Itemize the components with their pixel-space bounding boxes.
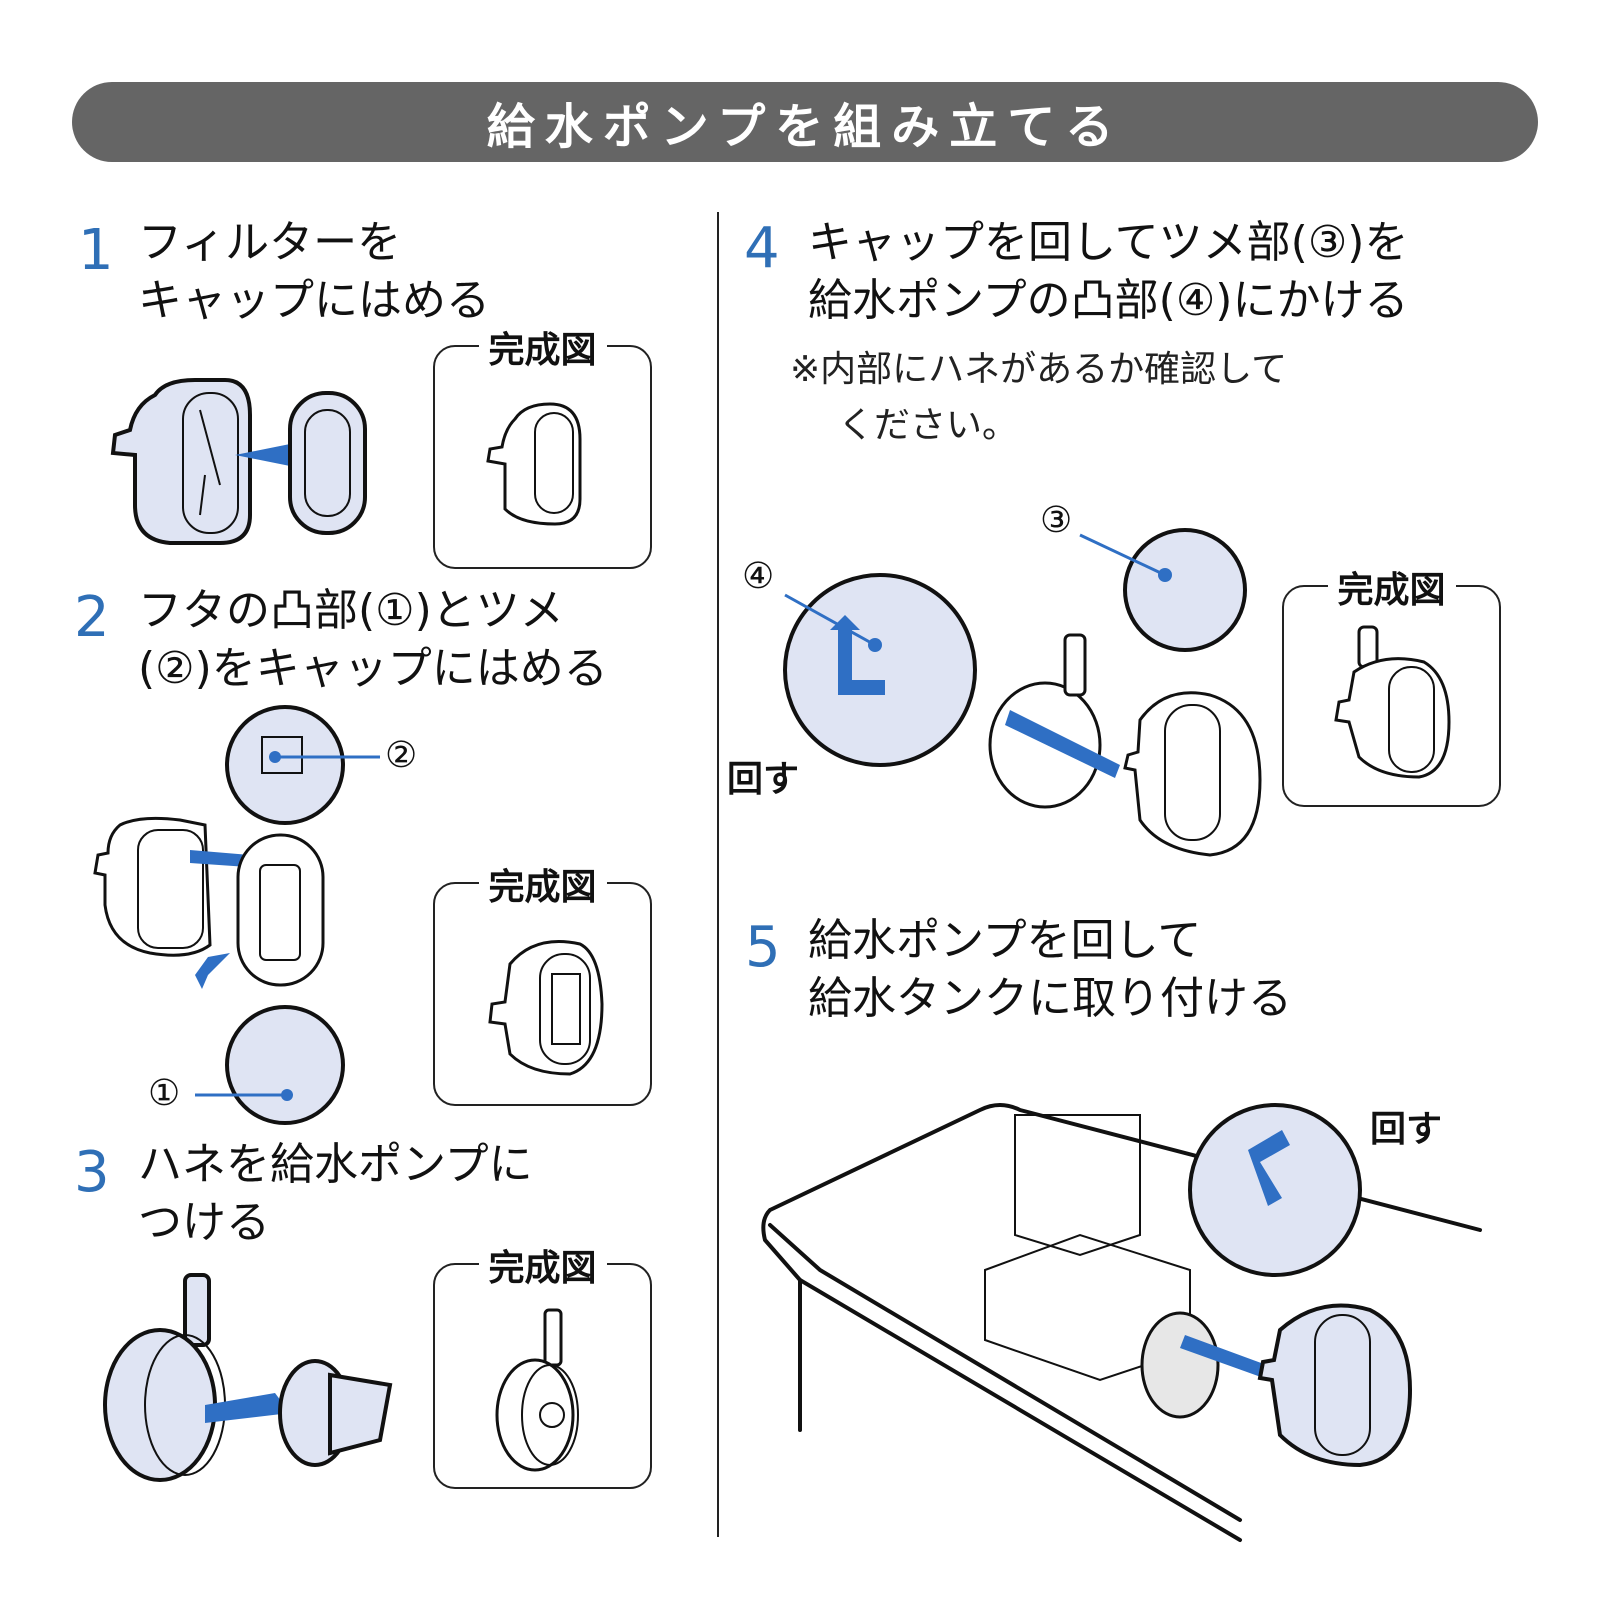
step-number: 5 [745,915,781,980]
rotate-label: 回す [1370,1109,1443,1150]
align-arrow [1005,710,1120,778]
step-note-line: ※内部にハネがあるか確認して [790,349,1288,390]
step-instruction-line: 給水ポンプの凸部(④)にかける [808,275,1409,326]
filter-cap-completed-illustration [486,402,582,526]
step-instruction-line: 給水タンクに取り付ける [808,973,1292,1024]
cap-lid-assembly-illustration [93,705,380,1125]
completed-view-box: 完成図 [433,1239,652,1489]
callout-1: ① [148,1073,181,1114]
step-instruction-line: フタの凸部(①)とツメ [138,585,564,636]
cap-to-pump-illustration [783,528,1262,857]
completed-view-label: 完成図 [1327,561,1456,613]
impeller-pump-completed-illustration [495,1308,579,1472]
step-instruction-line: (②)をキャップにはめる [138,643,608,694]
impeller-pump-exploded-illustration [103,1273,393,1482]
step-number: 4 [744,216,780,281]
detail-magnifier-claw [1123,528,1247,652]
step-instruction-line: キャップを回してツメ部(③)を [808,217,1409,268]
completed-view-box: 完成図 [1282,561,1501,807]
column-divider [717,212,719,1537]
completed-view-box: 完成図 [433,858,652,1106]
step-instruction-line: つける [138,1197,270,1248]
callout-2: ② [385,735,418,776]
step-instruction-line: ハネを給水ポンプに [138,1139,533,1190]
step-instruction-line: キャップにはめる [138,275,490,326]
rotate-label: 回す [727,759,800,800]
step-note-line: ください。 [838,405,1019,446]
rotate-arrow [1248,1130,1290,1206]
insert-arrow-lower [195,953,230,989]
completed-view-label: 完成図 [478,321,607,373]
filter-cap-exploded-illustration [110,378,367,545]
insert-arrow [1180,1335,1280,1382]
detail-magnifier-boss [783,573,977,767]
completed-view-label: 完成図 [478,858,607,910]
detail-magnifier-tab [225,1005,345,1125]
step-number: 3 [74,1140,110,1205]
step-number: 1 [78,218,114,283]
pump-to-tank-illustration [761,1103,1482,1542]
pump-cap-completed-illustration [1334,625,1451,779]
completed-view-label: 完成図 [478,1239,607,1291]
rotate-arrow [830,615,885,695]
step-instruction-line: 給水ポンプを回して [808,915,1202,966]
completed-view-box: 完成図 [433,321,652,569]
step-instruction-line: フィルターを [138,217,402,268]
callout-4: ④ [742,556,775,597]
section-title: 給水ポンプを組み立てる [486,99,1124,155]
section-header-banner: 給水ポンプを組み立てる [72,82,1538,162]
step-number: 2 [74,585,110,650]
callout-3: ③ [1040,500,1073,541]
insert-arrow [205,1393,290,1423]
insert-arrow [235,443,295,467]
cap-lid-completed-illustration [488,940,604,1076]
detail-magnifier-claw [225,705,345,825]
water-tank [761,1103,1482,1522]
insert-arrow-upper [190,850,250,867]
